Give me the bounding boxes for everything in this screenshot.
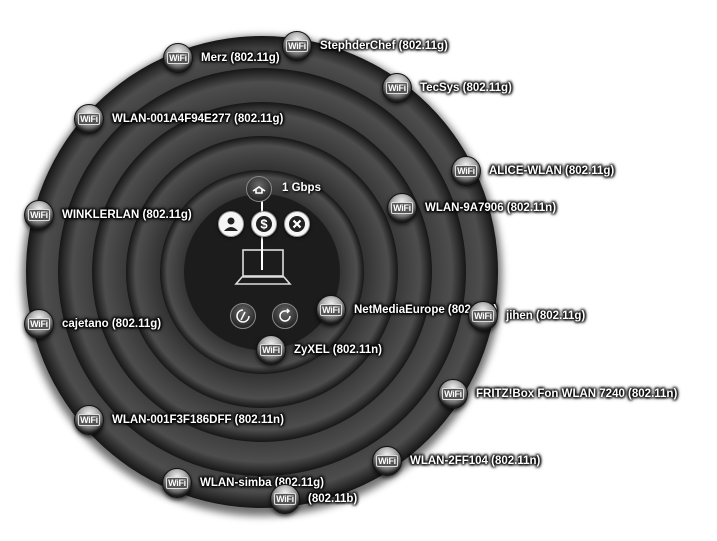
network-label: WINKLERLAN (802.11g) — [62, 209, 192, 221]
network-label: TecSys (802.11g) — [420, 82, 512, 94]
network-node[interactable]: WiFi cajetano (802.11g) — [24, 309, 161, 339]
network-label: (802.11b) — [308, 493, 358, 505]
network-label: ALICE-WLAN (802.11g) — [489, 165, 615, 177]
wifi-icon: WiFi — [316, 295, 346, 325]
wifi-icon: WiFi — [74, 405, 104, 435]
user-icon[interactable] — [218, 211, 244, 237]
wifi-icon: WiFi — [74, 104, 104, 134]
wifi-icon: WiFi — [451, 156, 481, 186]
network-node[interactable]: WiFi WLAN-9A7906 (802.11n) — [387, 193, 556, 223]
network-label: cajetano (802.11g) — [62, 318, 162, 330]
wifi-icon: WiFi — [438, 379, 468, 409]
network-label: WLAN-2FF104 (802.11n) — [410, 455, 541, 467]
network-label: WLAN-001A4F94E277 (802.11g) — [112, 113, 284, 125]
wifi-icon: WiFi — [24, 309, 54, 339]
network-label: ZyXEL (802.11n) — [294, 344, 382, 356]
wifi-icon: WiFi — [163, 43, 193, 73]
wifi-icon: WiFi — [468, 301, 498, 331]
network-node[interactable]: WiFi ZyXEL (802.11n) — [256, 335, 382, 365]
wifi-icon: WiFi — [372, 446, 402, 476]
network-label: WLAN-001F3F186DFF (802.11n) — [112, 414, 284, 426]
wifi-icon: WiFi — [282, 31, 312, 61]
network-node[interactable]: WiFi NetMediaEurope (802.11g) — [316, 295, 497, 325]
wifi-icon: WiFi — [162, 468, 192, 498]
wifi-icon: WiFi — [256, 335, 286, 365]
refresh-icon[interactable] — [272, 303, 298, 329]
network-label: Merz (802.11g) — [201, 52, 280, 64]
network-node[interactable]: WiFi WLAN-2FF104 (802.11n) — [372, 446, 540, 476]
wifi-icon: WiFi — [24, 200, 54, 230]
network-label: FRITZ!Box Fon WLAN 7240 (802.11n) — [476, 388, 678, 400]
ethernet-plug-icon[interactable] — [246, 176, 272, 202]
network-label: WLAN-9A7906 (802.11n) — [425, 202, 557, 214]
network-node[interactable]: WiFi WLAN-001F3F186DFF (802.11n) — [74, 405, 284, 435]
network-node[interactable]: WiFi jihen (802.11g) — [468, 301, 585, 331]
network-node[interactable]: WiFi TecSys (802.11g) — [382, 73, 512, 103]
wifi-icon: WiFi — [382, 73, 412, 103]
speed-icon[interactable] — [230, 303, 256, 329]
network-label: NetMediaEurope (802.11g) — [354, 304, 498, 316]
wifi-icon: WiFi — [270, 484, 300, 514]
network-node[interactable]: WiFi ALICE-WLAN (802.11g) — [451, 156, 614, 186]
svg-text:$: $ — [260, 217, 268, 232]
network-node[interactable]: WiFi StephderChef (802.11g) — [282, 31, 448, 61]
network-node[interactable]: WiFi WINKLERLAN (802.11g) — [24, 200, 192, 230]
network-node[interactable]: WiFi (802.11b) — [270, 484, 357, 514]
wifi-icon: WiFi — [387, 193, 417, 223]
network-label: jihen (802.11g) — [506, 310, 586, 322]
dollar-icon[interactable]: $ — [251, 211, 277, 237]
network-node[interactable]: WiFi FRITZ!Box Fon WLAN 7240 (802.11n) — [438, 379, 677, 409]
network-label: StephderChef (802.11g) — [320, 40, 448, 52]
network-node[interactable]: WiFi Merz (802.11g) — [163, 43, 280, 73]
close-icon[interactable] — [284, 211, 310, 237]
connection-speed: 1 Gbps — [282, 182, 321, 194]
network-node[interactable]: WiFi WLAN-001A4F94E277 (802.11g) — [74, 104, 283, 134]
